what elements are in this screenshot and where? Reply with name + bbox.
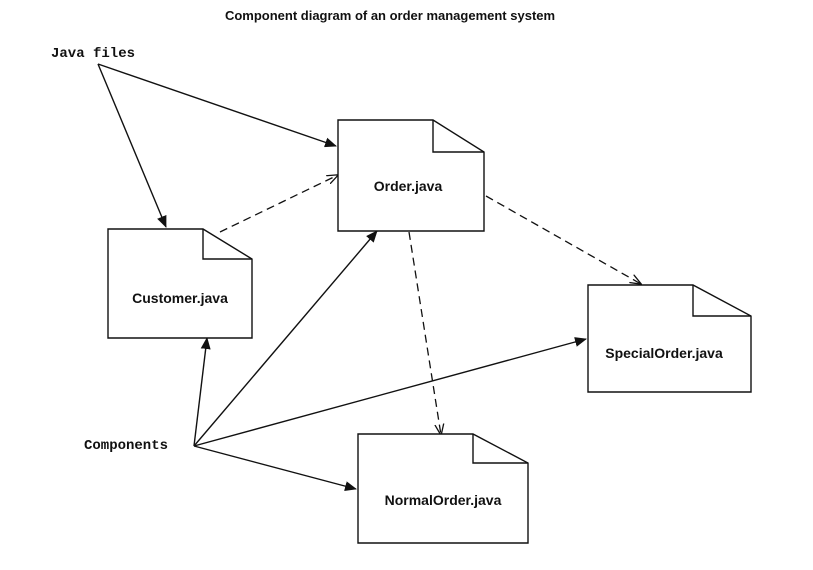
order-java-document-icon: [337, 119, 485, 232]
edge-customer-to-order: [219, 175, 338, 233]
normalorder-java-document-icon: [357, 433, 529, 544]
edge-components-to-customer: [193, 337, 211, 447]
normalorder-java-label: NormalOrder.java: [385, 492, 502, 508]
java-files-label: Java files: [51, 46, 135, 62]
specialorder-java-node: SpecialOrder.java: [587, 284, 752, 393]
normalorder-java-fold: [472, 434, 528, 464]
specialorder-java-document-icon: [587, 284, 752, 393]
edge-javafiles-to-customer: [97, 63, 167, 228]
edge-components-to-normalorder: [193, 445, 357, 492]
order-java-label: Order.java: [374, 178, 443, 194]
order-java-fold: [432, 120, 484, 153]
order-java-node: Order.java: [337, 119, 485, 232]
diagram-title: Component diagram of an order management…: [225, 8, 555, 23]
customer-java-label: Customer.java: [132, 290, 228, 306]
edge-components-to-order: [193, 230, 378, 447]
normalorder-java-node: NormalOrder.java: [357, 433, 529, 544]
customer-java-fold: [202, 229, 252, 260]
edge-order-to-specialorder: [485, 195, 641, 284]
edge-order-to-normalorder: [408, 231, 441, 435]
customer-java-document-icon: [107, 228, 253, 339]
specialorder-java-fold: [692, 285, 751, 317]
edge-components-to-specialorder: [193, 337, 587, 447]
relationship-edges: [97, 63, 641, 492]
edge-javafiles-to-order: [97, 63, 337, 148]
components-label: Components: [84, 438, 168, 454]
customer-java-node: Customer.java: [107, 228, 253, 339]
specialorder-java-label: SpecialOrder.java: [605, 345, 723, 361]
